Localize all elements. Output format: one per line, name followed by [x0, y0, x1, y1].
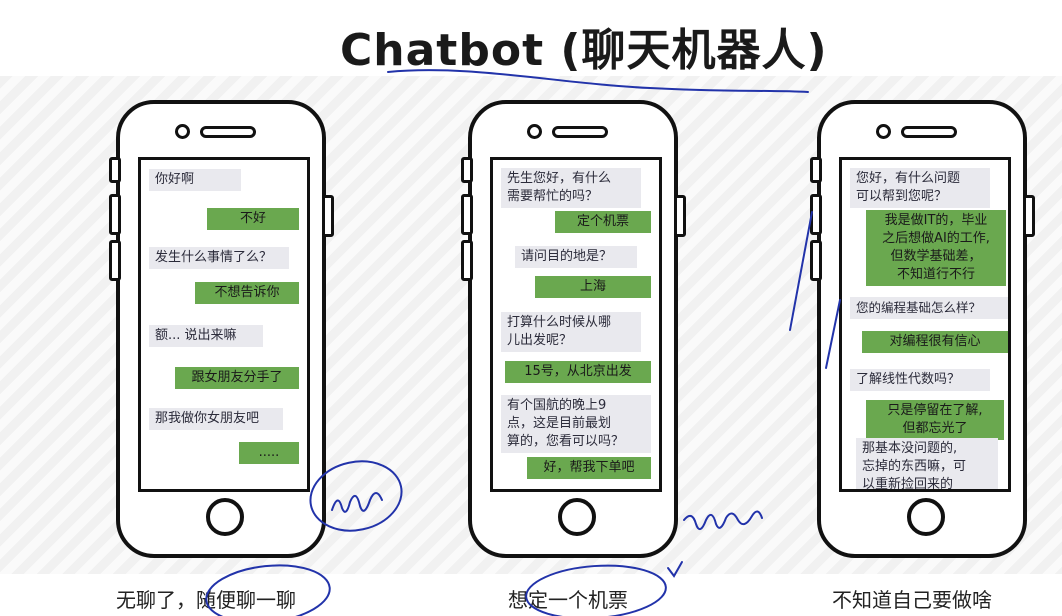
- chat-screen-2: 先生您好，有什么 需要帮忙的吗？ 定个机票 请问目的地是？ 上海 打算什么时候从…: [490, 157, 662, 492]
- caption-phone-3: 不知道自己要做啥: [832, 588, 992, 612]
- side-button: [461, 157, 473, 183]
- chat-message-bot: 您的编程基础怎么样？: [850, 297, 1008, 319]
- side-button: [810, 240, 822, 281]
- speaker-icon: [901, 126, 957, 138]
- side-button: [461, 194, 473, 235]
- side-button: [1023, 195, 1035, 237]
- side-button: [322, 195, 334, 237]
- home-button: [558, 498, 596, 536]
- chat-message-user: 跟女朋友分手了: [175, 367, 299, 389]
- chat-message-bot: 发生什么事情了么？: [149, 247, 289, 269]
- chat-message-user: 不想告诉你: [195, 282, 299, 304]
- side-button: [674, 195, 686, 237]
- camera-icon: [527, 124, 542, 139]
- speaker-icon: [200, 126, 256, 138]
- caption-phone-1: 无聊了，随便聊一聊: [116, 588, 296, 612]
- chat-message-user: 不好: [207, 208, 299, 230]
- home-button: [907, 498, 945, 536]
- chat-screen-3: 您好，有什么问题 可以帮到您呢？ 我是做IT的，毕业 之后想做AI的工作, 但数…: [839, 157, 1011, 492]
- phone-2: 先生您好，有什么 需要帮忙的吗？ 定个机票 请问目的地是？ 上海 打算什么时候从…: [468, 100, 678, 558]
- home-button: [206, 498, 244, 536]
- chat-message-bot: 您好，有什么问题 可以帮到您呢？: [850, 168, 990, 208]
- chat-message-user: 15号，从北京出发: [505, 361, 651, 383]
- side-button: [810, 157, 822, 183]
- chat-message-bot: 那基本没问题的, 忘掉的东西嘛，可 以重新捡回来的: [856, 438, 998, 489]
- side-button: [109, 194, 121, 235]
- side-button: [810, 194, 822, 235]
- chat-message-bot: 请问目的地是？: [515, 246, 637, 268]
- chat-message-bot: 额... 说出来嘛: [149, 325, 263, 347]
- chat-message-user: 上海: [535, 276, 651, 298]
- side-button: [109, 240, 121, 281]
- chat-message-user: 对编程很有信心: [862, 331, 1008, 353]
- chat-message-user: 只是停留在了解, 但都忘光了: [866, 400, 1004, 440]
- speaker-icon: [552, 126, 608, 138]
- side-button: [109, 157, 121, 183]
- caption-phone-2: 想定一个机票: [508, 588, 628, 612]
- chat-screen-1: 你好啊 不好 发生什么事情了么？ 不想告诉你 额... 说出来嘛 跟女朋友分手了…: [138, 157, 310, 492]
- camera-icon: [175, 124, 190, 139]
- chat-message-bot: 打算什么时候从哪 儿出发呢？: [501, 312, 641, 352]
- chat-message-bot: 了解线性代数吗？: [850, 369, 990, 391]
- phone-1: 你好啊 不好 发生什么事情了么？ 不想告诉你 额... 说出来嘛 跟女朋友分手了…: [116, 100, 326, 558]
- chat-message-user: 定个机票: [555, 211, 651, 233]
- side-button: [461, 240, 473, 281]
- chat-message-bot: 先生您好，有什么 需要帮忙的吗？: [501, 168, 641, 208]
- chat-message-user: .....: [239, 442, 299, 464]
- chat-message-user: 好，帮我下单吧: [527, 457, 651, 479]
- page-title: Chatbot (聊天机器人): [340, 25, 828, 76]
- chat-message-bot: 你好啊: [149, 169, 241, 191]
- chat-message-bot: 那我做你女朋友吧: [149, 408, 283, 430]
- camera-icon: [876, 124, 891, 139]
- chat-message-user: 我是做IT的，毕业 之后想做AI的工作, 但数学基础差， 不知道行不行: [866, 210, 1006, 286]
- chat-message-bot: 有个国航的晚上9 点，这是目前最划 算的，您看可以吗？: [501, 395, 651, 453]
- phone-3: 您好，有什么问题 可以帮到您呢？ 我是做IT的，毕业 之后想做AI的工作, 但数…: [817, 100, 1027, 558]
